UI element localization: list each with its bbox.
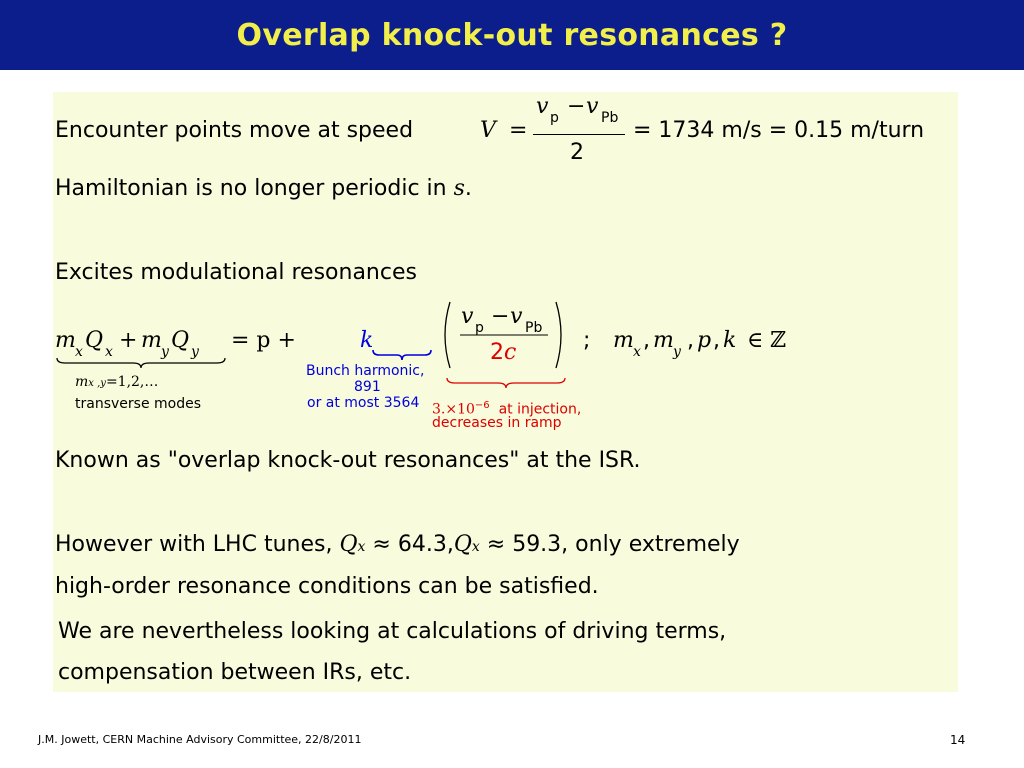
eq1-num-sub-p: p	[550, 110, 559, 126]
eq2-frac-sub-Pb: Pb	[525, 320, 543, 336]
eq2-frac-sub-p: p	[475, 320, 484, 336]
line-high-order: high-order resonance conditions can be s…	[55, 574, 599, 599]
eq2-frac-v1: v	[461, 304, 474, 329]
annot-right-line1: 3.×10−6 at injection,	[432, 398, 581, 418]
eq1-rhs: = 1734 m/s = 0.15 m/turn	[633, 118, 925, 143]
annot-left-values: =1,2,…	[105, 374, 159, 390]
eq2-sub-y1: y	[161, 344, 169, 360]
page-number: 14	[950, 733, 966, 747]
annot-right-coef: 3.×10	[432, 401, 475, 418]
eq2-sub-y2: y	[191, 344, 199, 360]
eq2-Q1: Q	[85, 328, 104, 353]
line-lhc-Q1: Q	[339, 532, 358, 557]
eq2-Q2: Q	[171, 328, 190, 353]
eq2-plus1: +	[119, 328, 138, 353]
eq2-frac-den-c: c	[504, 340, 517, 365]
eq2-frac-v2: v	[510, 304, 523, 329]
eq2-m1: m	[55, 328, 76, 353]
eq2-rhs-sub-y: y	[673, 344, 681, 360]
line-lhc-x2: x	[471, 539, 480, 555]
eq1-fraction-bar	[533, 134, 625, 135]
underbrace-mid-icon	[372, 349, 432, 361]
line-lhc-Q2: Q	[453, 532, 472, 557]
content-panel: Encounter points move at speed V = v p −…	[53, 92, 958, 692]
footer-credit: J.M. Jowett, CERN Machine Advisory Commi…	[38, 733, 362, 746]
line-encounter-points: Encounter points move at speed	[55, 118, 414, 143]
eq1-num-v2: v	[586, 94, 599, 119]
underbrace-left-icon	[56, 357, 226, 369]
line-lhc-x1: x	[357, 539, 366, 555]
line-known-as: Known as "overlap knock-out resonances" …	[55, 448, 641, 473]
eq2-equals-p-plus: = p +	[231, 328, 296, 353]
slide-title: Overlap knock-out resonances ?	[236, 17, 788, 53]
eq2-m2: m	[141, 328, 162, 353]
eq2-rhs-p: p	[697, 328, 712, 353]
line-hamiltonian-var-s: s	[453, 176, 465, 201]
eq1-num-v1: v	[536, 94, 549, 119]
eq1-lhs-V: V	[480, 118, 496, 143]
annot-right-injection: at injection,	[498, 401, 582, 418]
annot-left-sub: x ,y	[88, 378, 106, 389]
annot-mid-line1: Bunch harmonic,	[306, 363, 425, 379]
annot-left-m: m	[75, 374, 89, 390]
eq2-rhs-m2: m	[653, 328, 674, 353]
line-lhc-tunes-text: However with LHC tunes,	[55, 532, 333, 557]
eq2-rhs-comma1: ,	[643, 328, 650, 353]
line-hamiltonian-period: .	[464, 176, 472, 201]
eq2-rhs-k: k	[723, 328, 737, 353]
annot-right-exp: −6	[474, 400, 490, 411]
eq2-sub-x1: x	[75, 344, 83, 360]
line-lhc-tunes: However with LHC tunes, Qx ≈ 64.3,Qx ≈ 5…	[55, 532, 740, 560]
line-hamiltonian-text: Hamiltonian is no longer periodic in	[55, 176, 447, 201]
annot-mid-line2: 891	[354, 379, 381, 395]
annot-left-line2: transverse modes	[75, 396, 201, 412]
eq2-frac-den-2: 2	[490, 340, 504, 365]
eq1-num-sub-Pb: Pb	[601, 110, 619, 126]
line-hamiltonian: Hamiltonian is no longer periodic in s.	[55, 176, 472, 202]
underbrace-right-icon	[446, 377, 566, 389]
line-lhc-value2: ≈ 59.3, only extremely	[486, 532, 740, 557]
eq2-rhs-comma3: ,	[713, 328, 720, 353]
eq2-k: k	[360, 328, 374, 353]
line-compensation: compensation between IRs, etc.	[58, 660, 412, 685]
eq1-denominator: 2	[570, 140, 584, 165]
eq2-rhs-in-Z: ∈ ℤ	[747, 328, 787, 353]
eq1-num-minus: −	[567, 94, 586, 119]
eq2-rhs-m1: m	[613, 328, 634, 353]
eq1-equals: =	[509, 118, 528, 143]
line-nevertheless: We are nevertheless looking at calculati…	[58, 619, 727, 644]
title-bar: Overlap knock-out resonances ?	[0, 0, 1024, 70]
line-lhc-value1: ≈ 64.3,	[372, 532, 454, 557]
annot-right-line2: decreases in ramp	[432, 415, 562, 431]
eq2-sub-x2: x	[105, 344, 113, 360]
line-excites: Excites modulational resonances	[55, 260, 417, 285]
annot-left-line1: mx ,y=1,2,…	[75, 374, 158, 392]
eq2-rhs-sub-x: x	[633, 344, 641, 360]
eq2-paren-fraction	[444, 301, 562, 369]
eq2-rhs-comma2: ,	[687, 328, 694, 353]
annot-mid-line3: or at most 3564	[307, 395, 420, 411]
eq2-frac-minus: −	[491, 304, 510, 329]
eq2-semicolon: ;	[583, 328, 591, 353]
